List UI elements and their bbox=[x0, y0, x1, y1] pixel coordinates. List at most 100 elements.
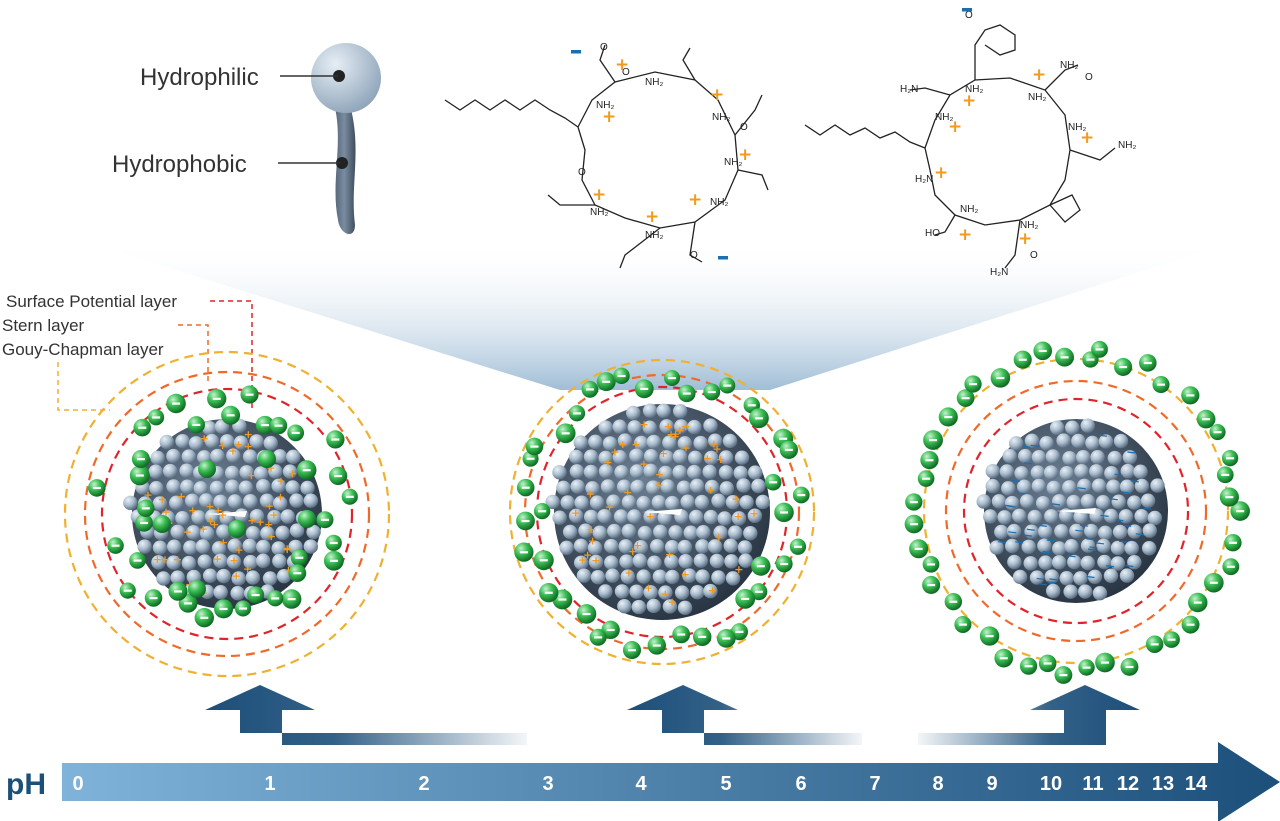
headgroup-bead bbox=[300, 480, 315, 496]
ion-minus-mark bbox=[1157, 383, 1166, 386]
svg-text:NH₂: NH₂ bbox=[1060, 60, 1078, 71]
positive-charge: + bbox=[665, 548, 674, 561]
headgroup-bead bbox=[180, 479, 195, 494]
positive-charge: + bbox=[571, 506, 580, 519]
headgroup-bead bbox=[1073, 571, 1088, 586]
ion-minus-mark bbox=[985, 635, 994, 638]
headgroup-bead bbox=[289, 523, 305, 538]
ion-minus-mark bbox=[1060, 356, 1069, 359]
headgroup-bead bbox=[148, 464, 163, 479]
positive-charge: + bbox=[232, 570, 241, 583]
core-gap bbox=[1056, 508, 1096, 514]
headgroup-bead bbox=[583, 509, 599, 525]
headgroup-bead bbox=[306, 524, 321, 540]
core-gap bbox=[642, 509, 682, 515]
headgroup-bead bbox=[1049, 420, 1065, 435]
ion-minus-mark bbox=[530, 445, 539, 448]
headgroup-bead bbox=[702, 464, 717, 479]
ion-minus-mark bbox=[944, 415, 953, 419]
positive-charge: + bbox=[583, 548, 592, 561]
svg-text:O: O bbox=[1085, 72, 1093, 83]
surface-potential-ring bbox=[962, 397, 1190, 625]
positive-charge: + bbox=[749, 507, 758, 520]
headgroup-bead bbox=[1090, 449, 1105, 465]
headgroup-bead bbox=[188, 436, 204, 451]
headgroup-bead bbox=[687, 419, 702, 435]
positive-charge: + bbox=[210, 518, 219, 531]
positive-charge: + bbox=[214, 504, 223, 517]
ion-minus-mark bbox=[138, 426, 147, 429]
ion-minus-mark bbox=[1038, 349, 1047, 353]
headgroup-bead bbox=[664, 540, 680, 555]
micelles: ++++++++++++++++++++++++++++++++++++++++… bbox=[63, 340, 1250, 684]
headgroup-bead bbox=[711, 493, 726, 508]
ion-minus-mark bbox=[780, 511, 789, 514]
positive-charge: + bbox=[948, 117, 962, 137]
headgroup-bead bbox=[656, 403, 671, 419]
headgroup-bead bbox=[658, 585, 673, 600]
positive-charge: + bbox=[288, 467, 297, 480]
headgroup-bead bbox=[210, 448, 225, 464]
headgroup-bead bbox=[695, 539, 710, 554]
ion-minus-mark bbox=[526, 457, 535, 460]
headgroup-bead bbox=[1098, 434, 1114, 449]
svg-text:NH₂: NH₂ bbox=[1020, 220, 1038, 231]
ion-minus-mark bbox=[1143, 361, 1152, 365]
layer-legend: Surface Potential layer Stern layer Gouy… bbox=[2, 292, 253, 411]
positive-charge: + bbox=[228, 444, 237, 457]
headgroup-bead bbox=[652, 569, 668, 584]
headgroup-bead bbox=[1089, 464, 1104, 479]
headgroup-bead bbox=[1027, 509, 1043, 525]
negative-charge bbox=[1051, 503, 1061, 506]
headgroup-bead bbox=[1045, 583, 1061, 599]
negative-charge bbox=[1041, 552, 1050, 555]
headgroup-bead bbox=[272, 496, 288, 511]
headgroup-bead bbox=[1142, 523, 1157, 538]
headgroup-bead bbox=[259, 493, 275, 508]
ion-minus-mark bbox=[1213, 431, 1222, 434]
ion-minus-mark bbox=[797, 493, 806, 497]
svg-text:NH₂: NH₂ bbox=[1068, 122, 1086, 133]
headgroup-bead bbox=[1018, 448, 1033, 464]
headgroup-bead bbox=[703, 509, 719, 525]
ion-minus-mark bbox=[754, 590, 763, 593]
ion-minus-mark bbox=[133, 559, 142, 562]
headgroup-bead bbox=[184, 493, 200, 508]
ion-minus-mark bbox=[149, 596, 158, 600]
headgroup-bead bbox=[1080, 555, 1095, 571]
negative-charge bbox=[1005, 504, 1014, 507]
headgroup-bead bbox=[166, 448, 181, 464]
headgroup-bead bbox=[604, 555, 619, 570]
ion-minus-mark bbox=[922, 477, 931, 480]
ion-minus-mark bbox=[561, 432, 570, 435]
headgroup-bead bbox=[568, 508, 584, 523]
ion-minus-mark bbox=[927, 583, 936, 587]
headgroup-bead bbox=[1133, 464, 1148, 479]
headgroup-bead bbox=[242, 449, 258, 464]
negative-charge bbox=[962, 8, 972, 12]
ion-minus-mark bbox=[707, 390, 716, 394]
positive-charge: + bbox=[578, 553, 587, 566]
positive-charge: + bbox=[243, 563, 252, 576]
positive-charge: + bbox=[183, 526, 192, 539]
lipopeptide-structure-2 bbox=[804, 24, 1116, 269]
hydrophilic-label: Hydrophilic bbox=[140, 64, 259, 91]
headgroup-bead bbox=[1052, 541, 1067, 556]
negative-charge bbox=[1067, 555, 1076, 558]
headgroup-bead bbox=[688, 509, 704, 525]
headgroup-bead bbox=[646, 598, 661, 614]
positive-charge: + bbox=[173, 553, 182, 566]
positive-charge: + bbox=[706, 483, 715, 496]
headgroup-bead bbox=[618, 539, 633, 554]
headgroup-bead bbox=[588, 554, 604, 570]
ion-minus-mark bbox=[1125, 665, 1134, 669]
headgroup-bead bbox=[1065, 420, 1080, 435]
ion-minus-mark bbox=[741, 597, 750, 601]
headgroup-bead bbox=[747, 508, 763, 523]
headgroup-bead bbox=[1119, 568, 1135, 583]
headgroup-bead bbox=[677, 436, 693, 451]
ion-minus-mark bbox=[914, 547, 923, 550]
headgroup-bead bbox=[660, 479, 675, 494]
